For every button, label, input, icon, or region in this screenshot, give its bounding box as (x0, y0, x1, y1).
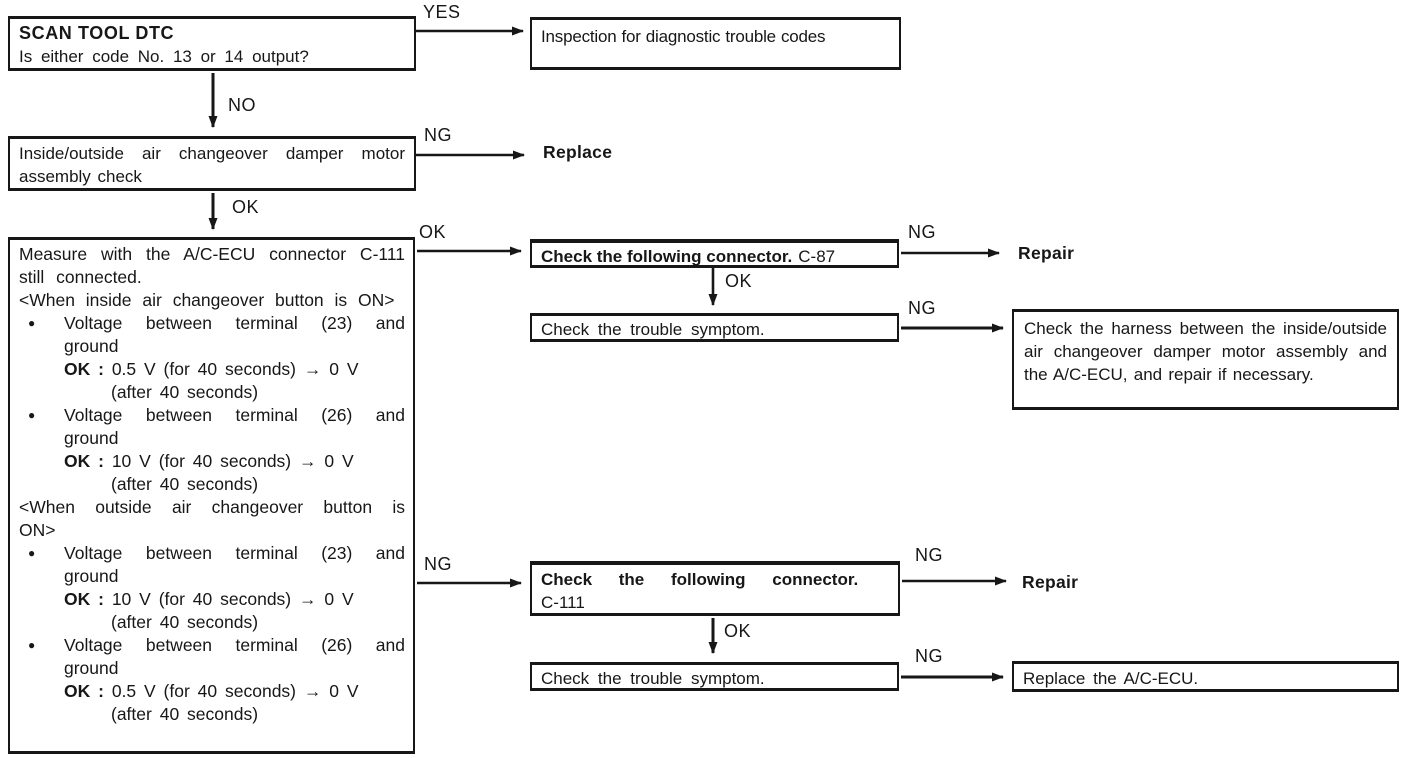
measure-intro: Measure with the A/C-ECU connector C-111… (19, 244, 405, 287)
measure-item-ok: OK : 0.5 V (for 40 seconds) → 0 V (64, 681, 359, 701)
node-inspection-dtc: Inspection for diagnostic trouble codes (530, 17, 901, 70)
bullet-icon: ● (28, 638, 36, 652)
trouble-symptom-2-text: Check the trouble symptom. (541, 669, 765, 688)
node-harness-check: Check the harness between the inside/out… (1012, 309, 1399, 410)
edge-label-ng-symptom-1: NG (908, 298, 936, 318)
measure-item-ok-cont: (after 40 seconds) (111, 382, 259, 402)
node-replace-ecu: Replace the A/C-ECU. (1012, 661, 1399, 692)
edge-label-ok-damper: OK (232, 197, 260, 217)
connector-code-c111: C-111 (541, 593, 585, 612)
harness-check-text: Check the harness between the inside/out… (1024, 319, 1387, 384)
action-replace: Replace (543, 142, 613, 162)
edge-label-ok-c111: OK (724, 621, 752, 641)
node-trouble-symptom-1: Check the trouble symptom. (530, 313, 899, 342)
node-check-connector-c111: Check the following connector. C-111 (530, 561, 900, 616)
measure-item-desc: Voltage between terminal (23) and ground (64, 543, 405, 586)
action-repair-2: Repair (1022, 572, 1079, 592)
edge-label-yes: YES (423, 2, 461, 22)
measure-item-desc: Voltage between terminal (26) and ground (64, 635, 405, 678)
measure-item: ● Voltage between terminal (23) and grou… (19, 542, 405, 634)
measure-item-ok-cont: (after 40 seconds) (111, 612, 259, 632)
node-scan-tool-dtc: SCAN TOOL DTC Is either code No. 13 or 1… (8, 16, 416, 71)
edge-label-ng-symptom-2: NG (915, 646, 943, 666)
measure-item-ok: OK : 10 V (for 40 seconds) → 0 V (64, 451, 354, 471)
edge-label-ng-c87: NG (908, 222, 936, 242)
edge-label-ok-c87: OK (725, 271, 753, 291)
measure-section-header-inside: <When inside air changeover button is ON… (19, 290, 395, 310)
measure-item: ● Voltage between terminal (23) and grou… (19, 312, 405, 404)
inspection-dtc-text: Inspection for diagnostic trouble codes (541, 27, 826, 46)
bullet-icon: ● (28, 408, 36, 422)
edge-label-ok-measure: OK (419, 222, 447, 242)
scan-tool-dtc-title: SCAN TOOL DTC (19, 23, 175, 43)
measure-section-header-outside: <When outside air changeover button is O… (19, 497, 405, 540)
connector-code-c87: C-87 (798, 247, 836, 266)
measure-item: ● Voltage between terminal (26) and grou… (19, 404, 405, 496)
check-connector-c111-text: Check the following connector. (541, 570, 859, 589)
node-damper-motor-check: Inside/outside air changeover damper mot… (8, 136, 416, 191)
measure-item-ok: OK : 0.5 V (for 40 seconds) → 0 V (64, 359, 359, 379)
edge-label-ng-damper: NG (424, 125, 452, 145)
measure-item-ok-cont: (after 40 seconds) (111, 704, 259, 724)
node-check-connector-c87: Check the following connector. C-87 (530, 239, 899, 268)
replace-ecu-text: Replace the A/C-ECU. (1023, 669, 1199, 688)
trouble-symptom-1-text: Check the trouble symptom. (541, 320, 765, 339)
measure-item-desc: Voltage between terminal (26) and ground (64, 405, 405, 448)
measure-item: ● Voltage between terminal (26) and grou… (19, 634, 405, 726)
edge-label-ng-c111: NG (915, 545, 943, 565)
edge-label-no: NO (228, 95, 256, 115)
measure-item-desc: Voltage between terminal (23) and ground (64, 313, 405, 356)
bullet-icon: ● (28, 316, 36, 330)
action-repair-1: Repair (1018, 243, 1075, 263)
bullet-icon: ● (28, 546, 36, 560)
measure-item-ok: OK : 10 V (for 40 seconds) → 0 V (64, 589, 354, 609)
check-connector-c87-text: Check the following connector. (541, 247, 793, 266)
damper-motor-check-text: Inside/outside air changeover damper mot… (19, 144, 405, 186)
edge-label-ng-measure: NG (424, 554, 452, 574)
node-trouble-symptom-2: Check the trouble symptom. (530, 662, 899, 691)
measure-item-ok-cont: (after 40 seconds) (111, 474, 259, 494)
scan-tool-dtc-question: Is either code No. 13 or 14 output? (19, 47, 309, 66)
node-measure-ac-ecu: Measure with the A/C-ECU connector C-111… (8, 237, 415, 754)
